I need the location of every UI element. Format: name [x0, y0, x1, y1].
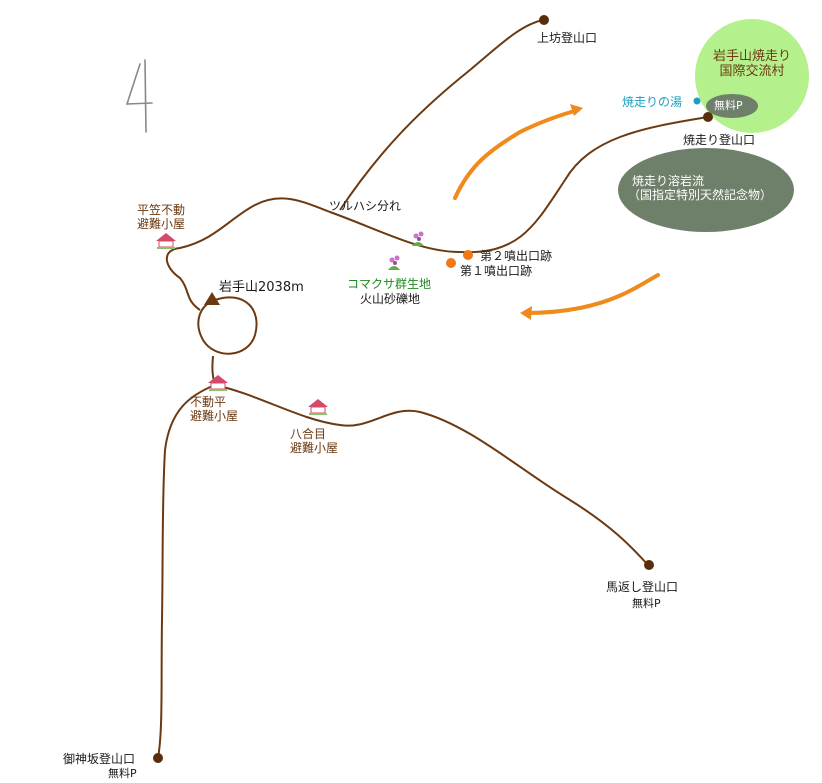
village-label-line1: 岩手山焼走り	[712, 49, 791, 64]
omikamizaka-trailhead-label: 御神坂登山口	[63, 752, 136, 766]
kamibo-trailhead-dot	[539, 15, 549, 25]
route-number-glyph	[125, 59, 153, 133]
kamibo-trailhead-label: 上坊登山口	[537, 31, 598, 45]
komakusa-flower-icon-2	[388, 255, 400, 270]
hiragasa-hut-label-line1: 平笠不動	[137, 203, 186, 217]
hachigome-hut-icon	[308, 399, 328, 415]
crater2-dot	[463, 250, 473, 260]
summit-crater-loop	[197, 296, 258, 355]
descent-arrow	[524, 273, 660, 315]
crater1-dot	[446, 258, 456, 268]
crater2-label: 第２噴出口跡	[480, 249, 553, 263]
onsen-label: 焼走りの湯	[622, 95, 683, 109]
umagaeshi-trail	[214, 384, 649, 566]
hiragasa-hut-icon	[156, 233, 176, 249]
ascent-arrowhead	[570, 104, 583, 116]
hachigome-hut-label-line1: 八合目	[290, 427, 327, 441]
lava-flow-label-line2: （国指定特別天然記念物）	[628, 188, 773, 202]
kamibo-branch-trail	[339, 19, 544, 211]
yakehashiri-trailhead-dot	[703, 112, 713, 122]
lava-flow-label-line1: 焼走り溶岩流	[632, 174, 705, 188]
route-number-label: 4	[118, 60, 119, 112]
summit-label: 岩手山2038m	[219, 280, 304, 295]
tsuruhashi-label: ツルハシ分れ	[329, 199, 402, 213]
omikamizaka-trailhead-dot	[153, 753, 163, 763]
umagaeshi-trailhead-dot	[644, 560, 654, 570]
komakusa-flower-icon	[412, 231, 424, 246]
onsen-dot	[693, 97, 701, 105]
ascent-arrow	[453, 108, 580, 200]
parking-badge	[706, 94, 758, 118]
umagaeshi-parking-label: 無料P	[632, 597, 661, 610]
fudodaira-hut-label-line1: 不動平	[190, 395, 227, 409]
fudodaira-hut-icon	[208, 375, 228, 391]
hachigome-hut-label-line2: 避難小屋	[290, 441, 339, 455]
yakehashiri-trailhead-label: 焼走り登山口	[683, 133, 756, 147]
descent-arrowhead	[520, 306, 532, 320]
hiragasa-hut-label-line2: 避難小屋	[137, 217, 186, 231]
lava-flow-area	[618, 148, 794, 232]
fudodaira-hut-label-line2: 避難小屋	[190, 409, 239, 423]
crater1-label: 第１噴出口跡	[460, 264, 533, 278]
umagaeshi-trailhead-label: 馬返し登山口	[606, 580, 679, 594]
komakusa-label: コマクサ群生地	[347, 277, 432, 291]
main-trail	[165, 116, 709, 311]
village-label-line2: 国際交流村	[719, 64, 785, 79]
summit-icon	[204, 292, 220, 305]
omikamizaka-trail	[157, 384, 216, 759]
gravel-label: 火山砂礫地	[360, 292, 421, 306]
omikamizaka-parking-label: 無料P	[108, 767, 137, 780]
village-parking-label: 無料P	[714, 99, 743, 112]
